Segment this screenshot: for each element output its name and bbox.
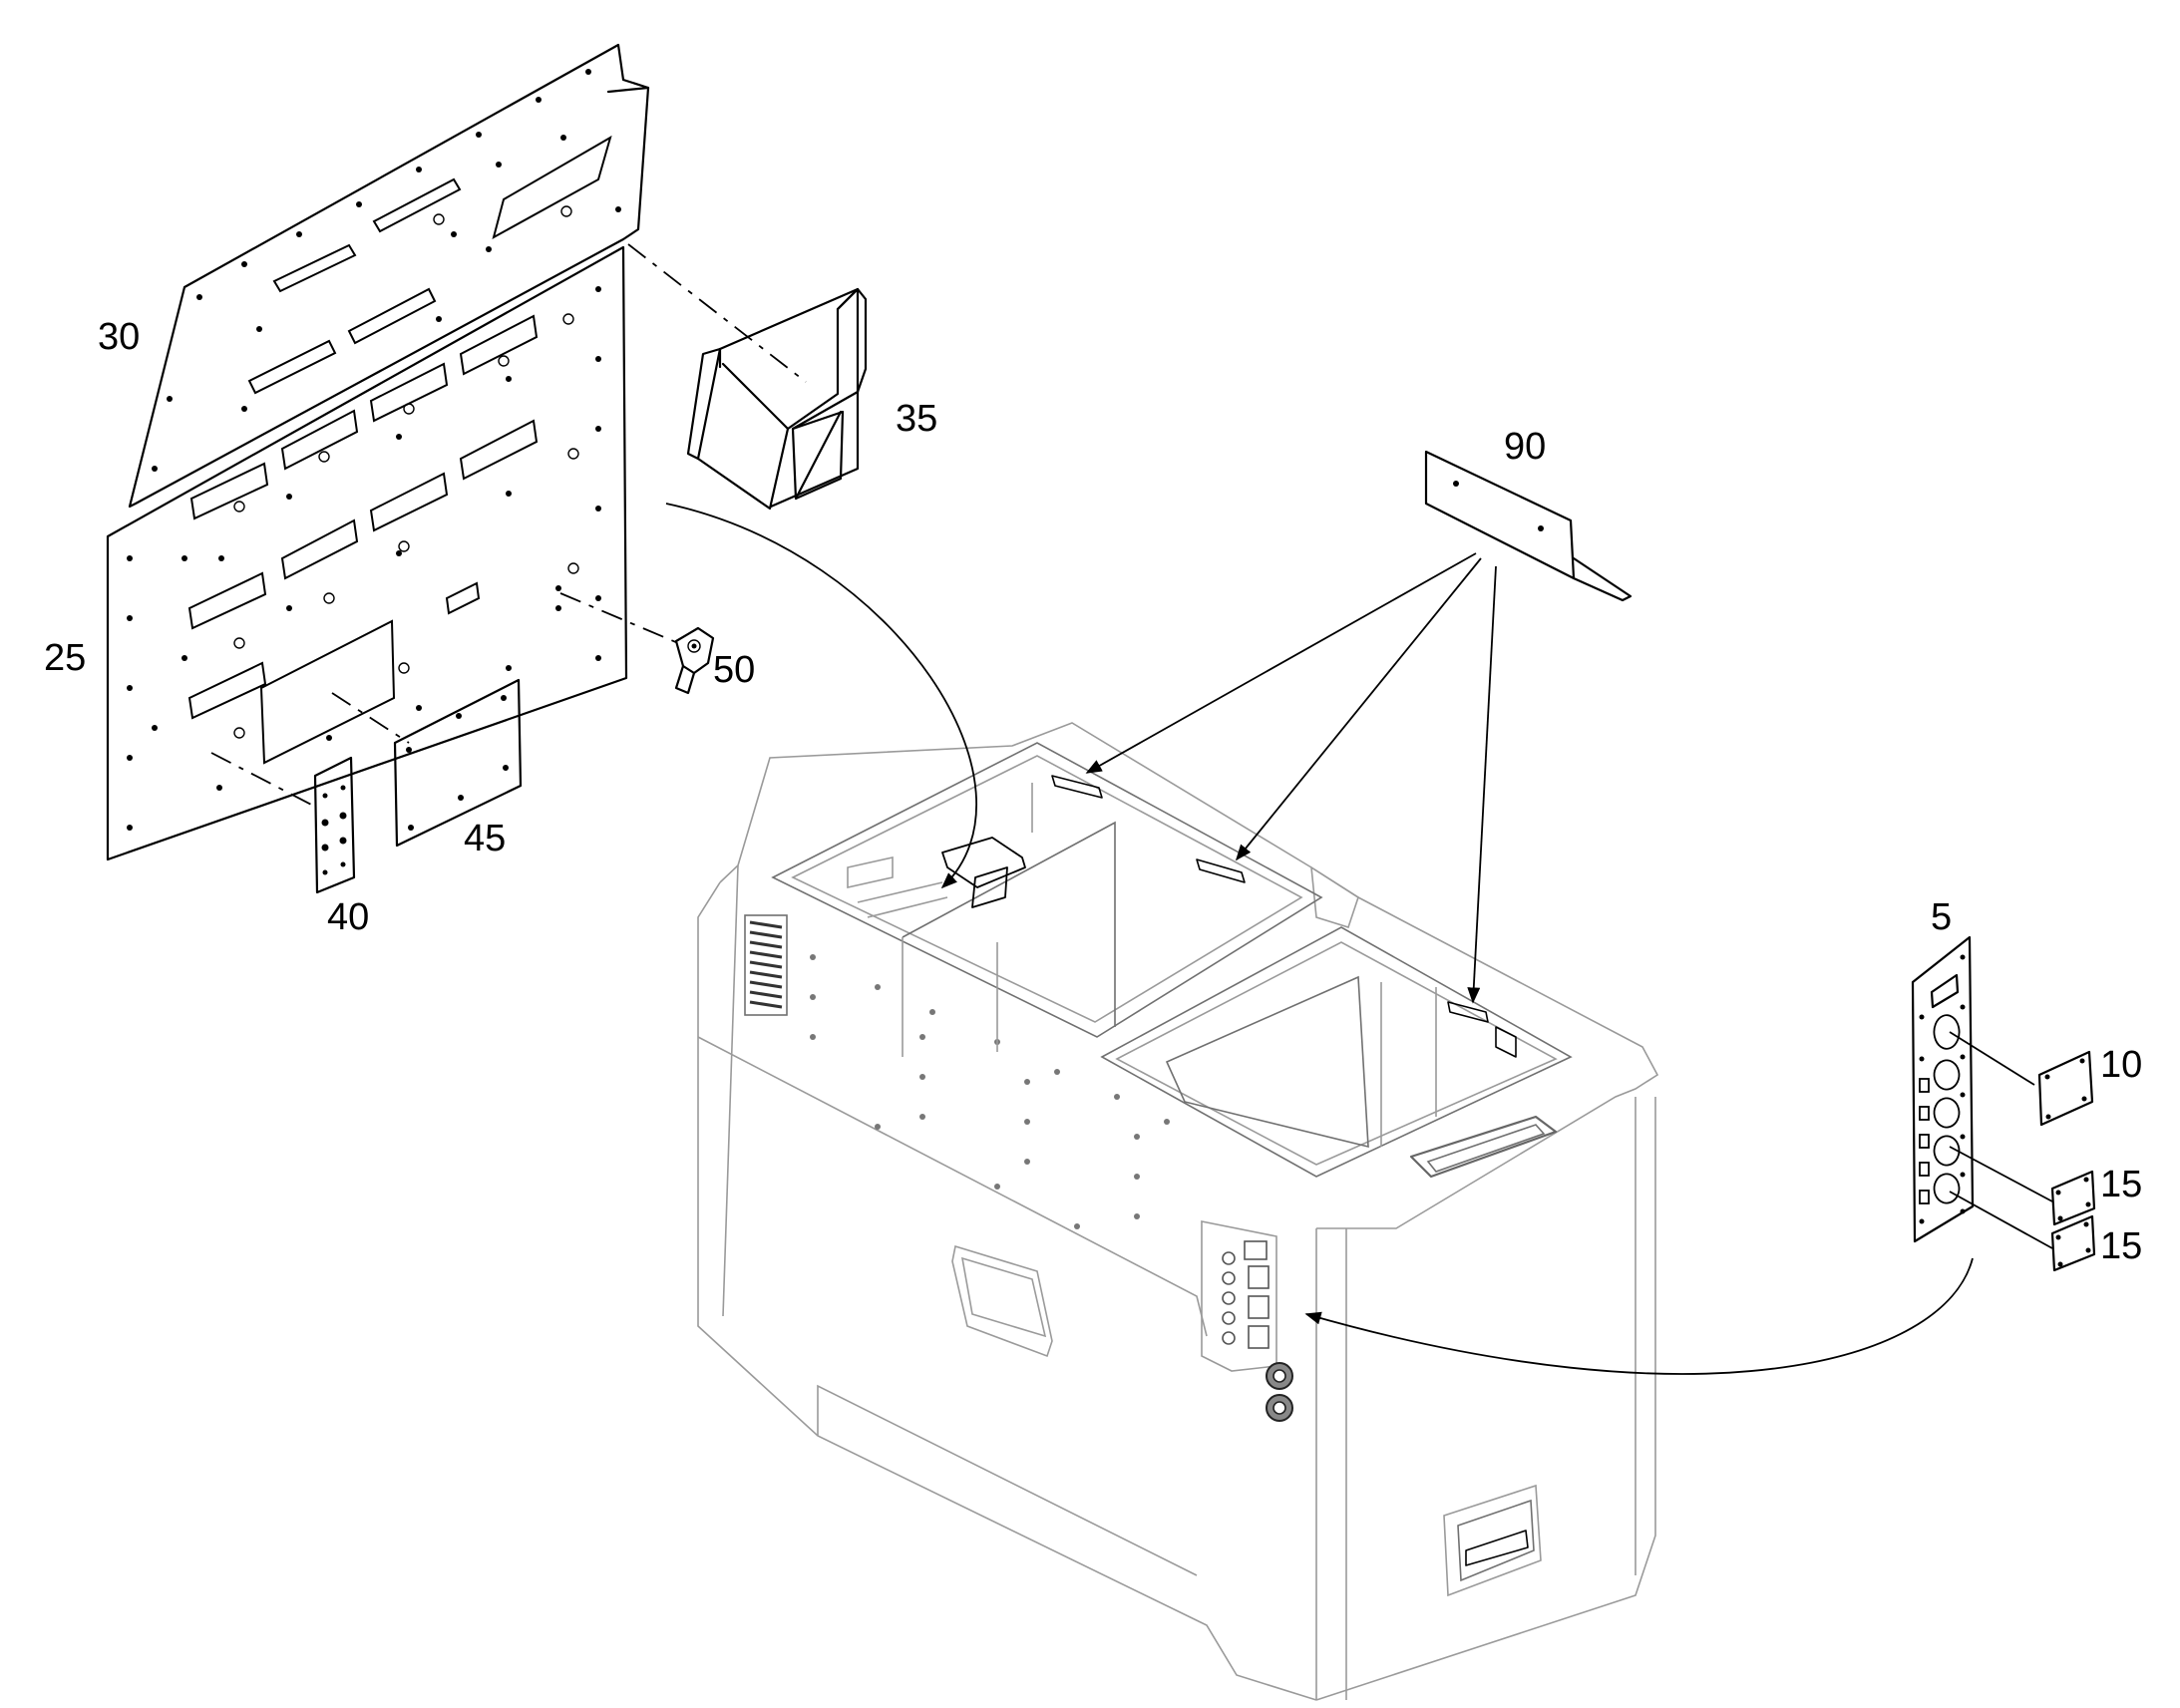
part-50-bracket	[674, 626, 715, 695]
leader-lines	[210, 243, 2053, 1375]
part-25-main-panel	[106, 245, 628, 861]
part-45-plate	[393, 678, 523, 848]
part-5-connector-panel	[1911, 935, 1975, 1243]
callout-5: 5	[1931, 896, 1952, 938]
callout-15-lower: 15	[2100, 1225, 2142, 1267]
callout-35: 35	[896, 398, 937, 440]
part-30-upper-panel	[128, 43, 650, 509]
part-40-plate	[313, 756, 356, 894]
callout-40: 40	[327, 896, 369, 938]
callout-25: 25	[44, 637, 86, 679]
callout-10: 10	[2100, 1044, 2142, 1086]
callout-labels: 5 10 15 15 25 30 35 40 45 50 90	[44, 316, 2142, 1267]
callout-30: 30	[98, 316, 140, 358]
part-10-cover	[2037, 1050, 2094, 1127]
callout-45: 45	[464, 818, 506, 859]
part-90-bracket	[1424, 450, 1633, 602]
part-15-cover-upper	[2050, 1170, 2096, 1226]
callout-15-upper: 15	[2100, 1164, 2142, 1205]
cabinet-housing	[697, 722, 1659, 1701]
callout-50: 50	[713, 649, 755, 691]
callout-90: 90	[1504, 426, 1546, 468]
part-15-cover-lower	[2050, 1214, 2096, 1272]
part-35-duct	[686, 287, 868, 511]
